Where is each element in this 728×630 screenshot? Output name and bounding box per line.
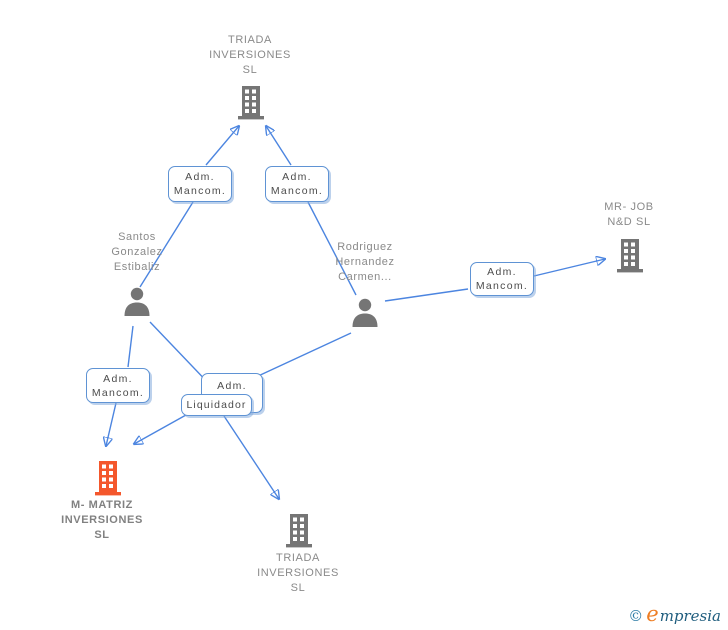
company-name-line: SL: [242, 64, 258, 76]
person-icon-rodriguez[interactable]: [350, 297, 380, 327]
person-name-line: Hernandez: [335, 256, 395, 268]
relation-label-line: Adm.: [487, 266, 517, 278]
copyright-icon: ©: [628, 607, 644, 625]
edge-santos-to-mancom-left: [127, 325, 134, 368]
person-name-line: Carmen...: [338, 271, 392, 283]
edge-mancom-left-to-matriz: [106, 402, 117, 446]
edge-liquidador-to-matriz: [134, 414, 187, 444]
node-label-matriz[interactable]: M- MATRIZ INVERSIONES SL: [42, 498, 162, 543]
edge-mancom2-to-triada-top: [266, 126, 292, 166]
brand-name: mpresia: [659, 607, 721, 625]
company-name-line: N&D SL: [607, 216, 651, 228]
brand-initial: e: [646, 602, 659, 626]
company-name-line: TRIADA: [276, 552, 320, 564]
relation-label-line: Mancom.: [173, 185, 227, 197]
edge-liquidador-to-triada-bottom: [223, 415, 279, 499]
building-icon-matriz[interactable]: [92, 460, 124, 496]
node-label-rodriguez[interactable]: Rodriguez Hernandez Carmen...: [305, 240, 425, 285]
person-name-line: Santos: [118, 231, 156, 243]
relation-box-adm-mancom-left: Adm. Mancom.: [86, 368, 150, 403]
company-name-line: INVERSIONES: [61, 514, 143, 526]
relation-box-adm-mancom-top-right: Adm. Mancom.: [265, 166, 329, 202]
relation-box-liquidador: Liquidador: [181, 394, 252, 416]
relation-label-line: Liquidador: [186, 399, 247, 411]
relation-label-line: Mancom.: [475, 280, 529, 292]
node-label-santos[interactable]: Santos Gonzalez Estibaliz: [77, 230, 197, 275]
relation-label-line: Adm.: [185, 171, 215, 183]
company-name-line: INVERSIONES: [209, 49, 291, 61]
relation-label-line: Adm.: [103, 372, 133, 385]
edge-rodriguez-to-mancom-right: [384, 288, 469, 302]
node-label-triada-bottom[interactable]: TRIADA INVERSIONES SL: [238, 551, 358, 596]
company-name-line: TRIADA: [228, 34, 272, 46]
relation-label-line: Adm.: [217, 380, 247, 392]
company-name-line: SL: [290, 582, 306, 594]
building-icon-mr-job[interactable]: [614, 238, 646, 273]
person-name-line: Gonzalez: [111, 246, 163, 258]
relation-label-line: Mancom.: [91, 386, 145, 399]
building-icon-triada-top[interactable]: [235, 85, 267, 120]
company-name-line: SL: [94, 529, 110, 541]
node-label-mr-job[interactable]: MR- JOB N&D SL: [569, 200, 689, 230]
person-name-line: Rodriguez: [337, 241, 393, 253]
company-name-line: M- MATRIZ: [70, 499, 133, 511]
relation-label-line: Adm.: [282, 171, 312, 183]
edge-rodriguez-to-mancom2: [307, 201, 357, 296]
company-name-line: MR- JOB: [604, 201, 654, 213]
building-icon-triada-bottom[interactable]: [283, 513, 315, 548]
relation-label-line: Mancom.: [270, 185, 324, 197]
edge-rodriguez-to-adm-box: [255, 332, 352, 378]
node-label-triada-top[interactable]: TRIADA INVERSIONES SL: [190, 33, 310, 78]
edge-mancom1-to-triada-top: [205, 126, 239, 166]
empresia-logo[interactable]: © e mpresia: [628, 602, 721, 626]
edge-santos-to-mancom1: [139, 201, 194, 288]
relation-box-adm-mancom-top-left: Adm. Mancom.: [168, 166, 232, 202]
person-name-line: Estibaliz: [113, 261, 161, 273]
relation-box-adm-mancom-right: Adm. Mancom.: [470, 262, 534, 296]
person-icon-santos[interactable]: [122, 286, 152, 316]
edge-mancom-right-to-mrjob: [533, 259, 605, 277]
company-name-line: INVERSIONES: [257, 567, 339, 579]
